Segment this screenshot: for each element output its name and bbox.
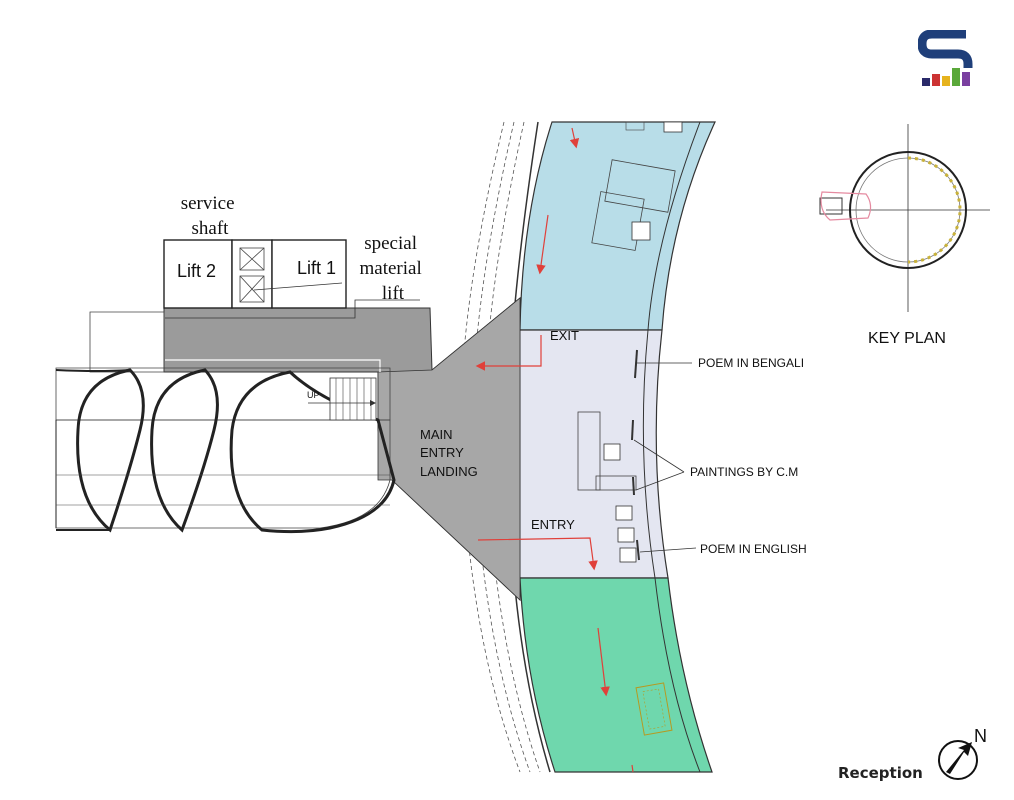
main-entry-landing-label: MAIN ENTRY LANDING <box>420 427 478 479</box>
service-shaft-room <box>231 239 273 309</box>
lift-1-room <box>271 239 347 309</box>
lift-1-label: Lift 1 <box>297 258 336 278</box>
north-label: N <box>974 726 987 746</box>
gallery-zone-blue <box>519 121 716 331</box>
key-plan <box>819 124 990 312</box>
lift-2-label: Lift 2 <box>177 261 216 281</box>
north-arrow-icon: N <box>930 722 1000 782</box>
keyplan-highlight <box>820 191 872 221</box>
service-shaft-label: service shaft <box>181 193 240 239</box>
special-material-lift-label: special material lift <box>360 233 427 304</box>
gallery-zone-green <box>519 577 713 773</box>
exit-label: EXIT <box>550 328 579 343</box>
up-label: UP <box>307 390 320 400</box>
poem-in-english-label: POEM IN ENGLISH <box>700 542 807 556</box>
flow-arrows <box>475 127 634 773</box>
entry-label: ENTRY <box>531 517 575 532</box>
curved-pod-1 <box>76 368 145 533</box>
lift-2-room <box>163 239 233 309</box>
key-plan-label: KEY PLAN <box>868 330 946 347</box>
paintings-label: PAINTINGS BY C.M <box>690 465 798 479</box>
caption: Reception <box>838 764 923 782</box>
staircase <box>308 377 377 421</box>
poem-in-bengali-label: POEM IN BENGALI <box>698 356 804 370</box>
curved-pod-2 <box>150 368 219 533</box>
sg-logo-icon <box>917 29 974 88</box>
